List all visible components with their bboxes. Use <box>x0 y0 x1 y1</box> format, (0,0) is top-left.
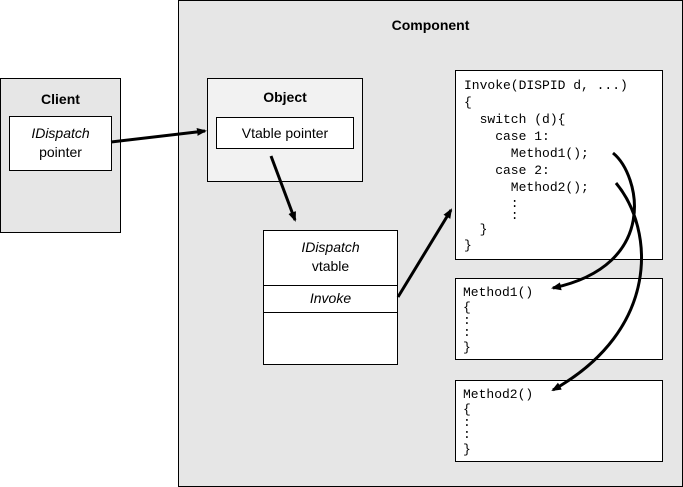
method2-line-1: { <box>463 402 471 417</box>
method1-line-4: } <box>463 340 471 355</box>
vtable-pointer-label: Vtable pointer <box>241 125 329 141</box>
vtable-iface-label: IDispatch <box>301 239 360 255</box>
method2-code-box: Method2() { : : } <box>455 380 663 462</box>
client-iface-label: IDispatch <box>31 125 90 141</box>
object-to-vtable-arrow <box>269 155 297 222</box>
vtable-invoke-entry: Invoke <box>309 290 352 306</box>
client-box: Client IDispatch pointer <box>0 78 121 233</box>
client-pointer-label: pointer <box>39 144 82 160</box>
method2-line-2: : <box>463 415 471 430</box>
invoke-line-4: Method1(); <box>464 146 589 161</box>
object-title: Object <box>263 89 307 105</box>
invoke-line-6: Method2(); <box>464 180 589 195</box>
method1-line-1: { <box>463 300 471 315</box>
method1-line-0: Method1() <box>463 285 534 300</box>
invoke-line-1: { <box>464 95 472 110</box>
vtable-divider-2 <box>264 312 397 313</box>
invoke-line-8: : <box>464 208 519 223</box>
method1-code-box: Method1() { : : } <box>455 278 663 360</box>
invoke-line-2: switch (d){ <box>464 112 566 127</box>
invoke-line-9: } <box>464 222 488 237</box>
vtable-box: IDispatch vtable Invoke <box>263 230 398 365</box>
invoke-line-5: case 2: <box>464 163 550 178</box>
component-title: Component <box>391 17 470 33</box>
method1-call-arrow <box>551 151 636 291</box>
invoke-line-0: Invoke(DISPID d, ...) <box>464 78 628 93</box>
client-to-object-arrow <box>110 127 207 144</box>
client-title: Client <box>41 91 80 107</box>
method1-line-2: : <box>463 313 471 328</box>
vtable-word-label: vtable <box>311 258 350 274</box>
vtable-pointer-box: Vtable pointer <box>216 117 354 149</box>
vtable-divider-1 <box>264 285 397 286</box>
method1-line-3: : <box>463 325 471 340</box>
invoke-line-10: } <box>464 238 472 253</box>
method2-line-3: : <box>463 427 471 442</box>
method2-line-4: } <box>463 442 471 457</box>
invoke-code-box: Invoke(DISPID d, ...) { switch (d){ case… <box>455 70 663 260</box>
object-box: Object Vtable pointer <box>207 78 363 182</box>
invoke-line-7: : <box>464 196 519 211</box>
invoke-to-code-arrow <box>396 208 453 298</box>
method2-line-0: Method2() <box>463 387 534 402</box>
invoke-line-3: case 1: <box>464 129 550 144</box>
client-pointer-box: IDispatch pointer <box>9 116 112 171</box>
method2-call-arrow <box>551 182 643 392</box>
